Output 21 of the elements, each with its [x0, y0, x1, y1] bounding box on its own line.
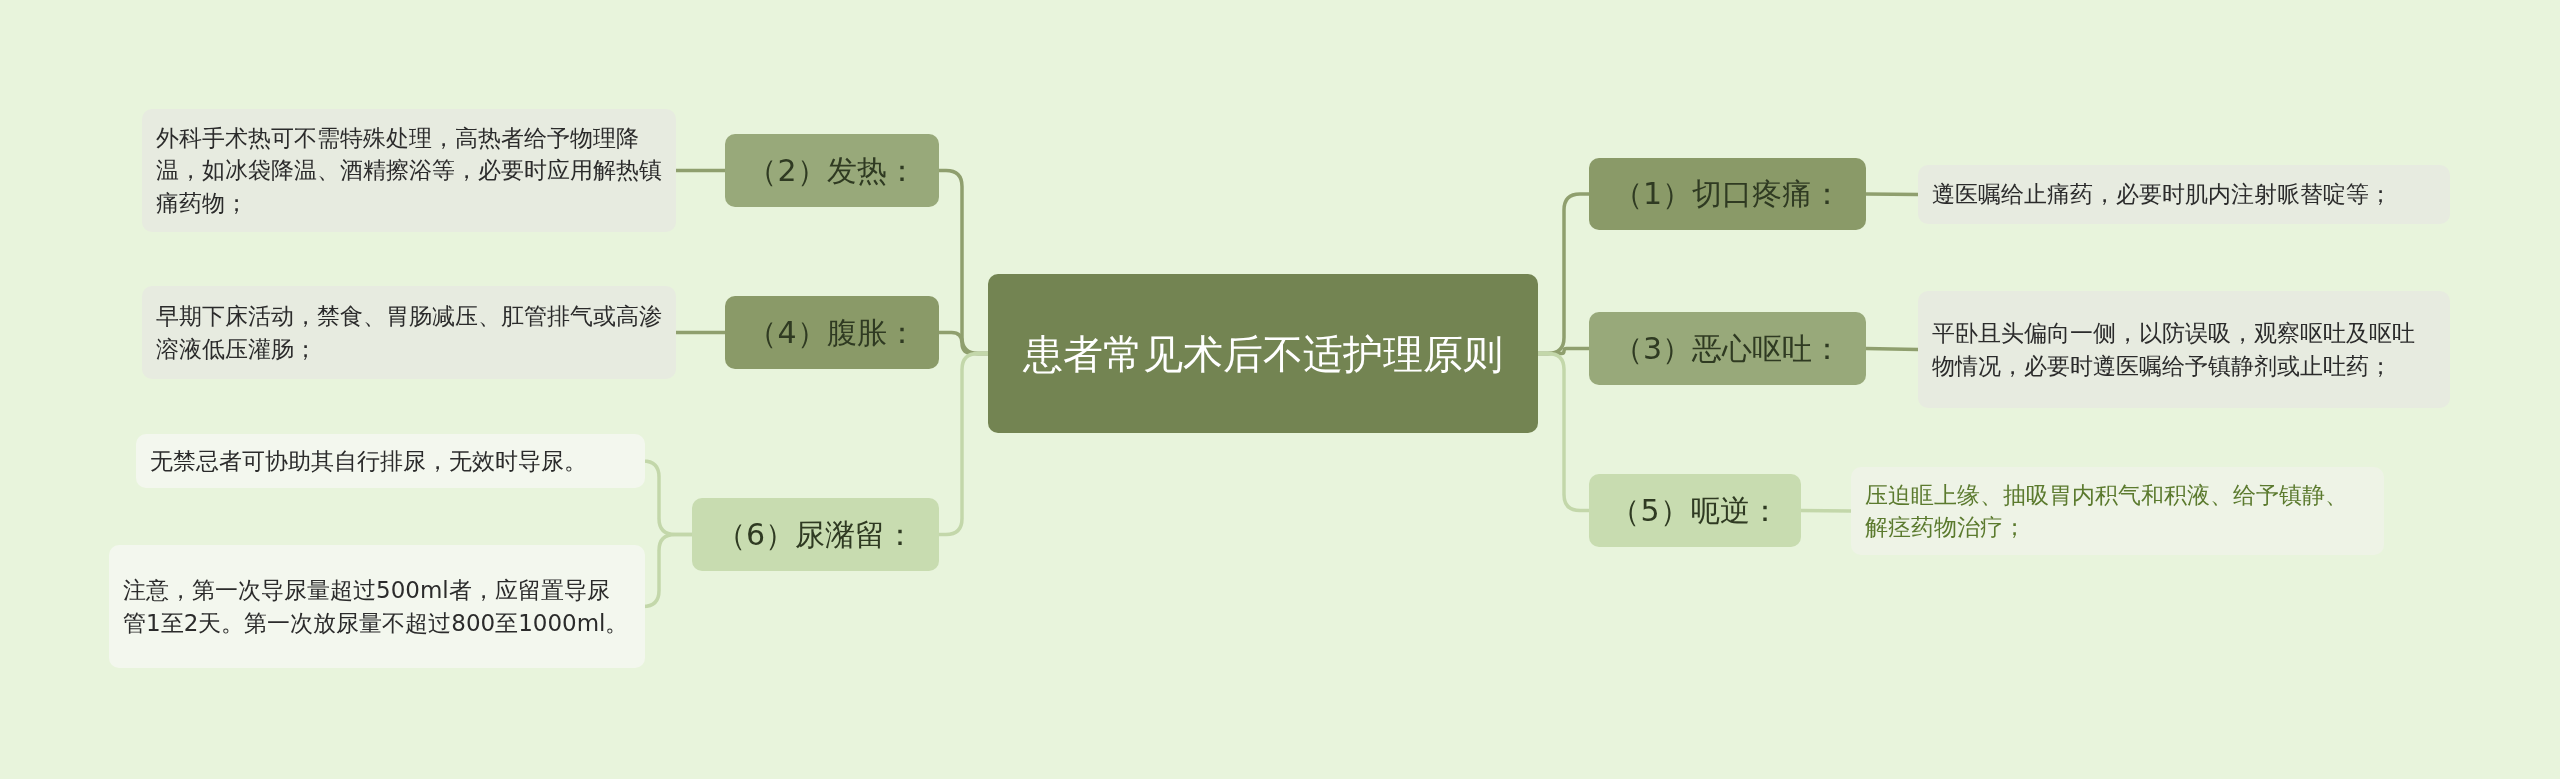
connector-line	[939, 351, 988, 537]
note-box: 早期下床活动，禁食、胃肠减压、肛管排气或高渗溶液低压灌肠；	[142, 286, 676, 379]
topic-box: （4）腹胀：	[725, 296, 939, 369]
note-box: 注意，第一次导尿量超过500ml者，应留置导尿管1至2天。第一次放尿量不超过800至1000ml。	[109, 545, 645, 668]
note-box: 无禁忌者可协助其自行排尿，无效时导尿。	[136, 434, 645, 488]
note-box: 压迫眶上缘、抽吸胃内积气和积液、给予镇静、解痉药物治疗；	[1851, 467, 2384, 555]
topic-box: （5）呃逆：	[1589, 474, 1801, 547]
note-box: 遵医嘱给止痛药，必要时肌内注射哌替啶等；	[1918, 165, 2450, 224]
topic-box: （2）发热：	[725, 134, 939, 207]
topic-box: （3）恶心呕吐：	[1589, 312, 1866, 385]
connector-line	[676, 330, 725, 335]
connector-line	[1865, 346, 1919, 352]
connector-line	[1538, 351, 1589, 513]
root-topic-box: 患者常见术后不适护理原则	[988, 274, 1538, 433]
note-box: 外科手术热可不需特殊处理，高热者给予物理降温，如冰袋降温、酒精擦浴等，必要时应用解热镇痛药物；	[142, 109, 676, 232]
note-box: 平卧且头偏向一侧，以防误吸，观察呕吐及呕吐物情况，必要时遵医嘱给予镇静剂或止吐药；	[1918, 291, 2450, 408]
connector-line	[1866, 192, 1918, 197]
connector-line	[1801, 508, 1851, 513]
connector-line	[676, 168, 725, 173]
topic-box: （1）切口疼痛：	[1589, 158, 1866, 230]
topic-box: （6）尿潴留：	[692, 498, 939, 571]
